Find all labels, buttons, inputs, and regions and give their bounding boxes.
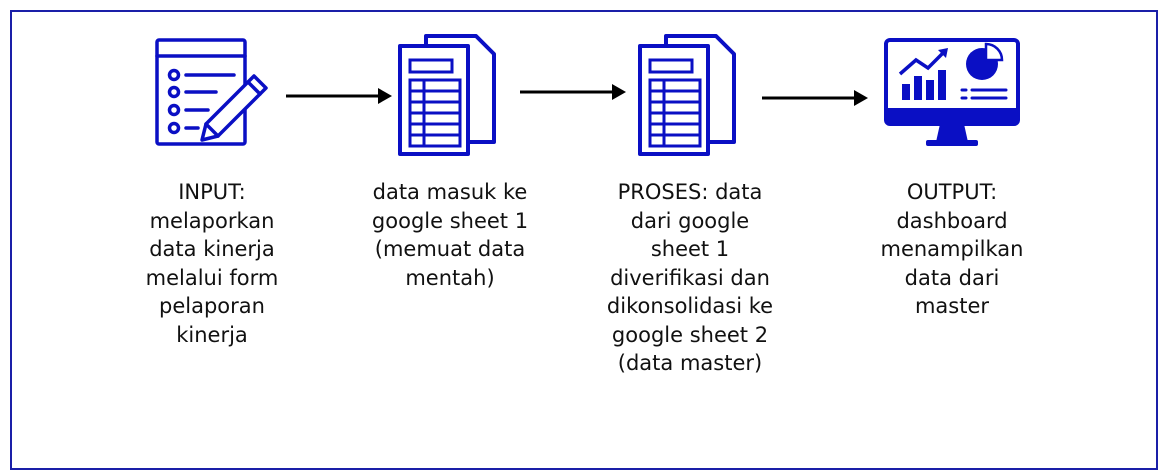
step-label-proses: PROSES: data dari google sheet 1 diverif…: [606, 180, 774, 375]
dashboard-monitor-icon: [884, 38, 1020, 146]
flow-arrow-1: [286, 88, 392, 104]
flow-arrow-2: [520, 84, 626, 100]
flow-arrow-3: [762, 90, 868, 106]
form-clipboard-icon: [155, 38, 268, 146]
spreadsheet-document-icon: [638, 34, 736, 156]
spreadsheet-document-icon: [398, 34, 496, 156]
step-label-input: INPUT: melaporkan data kinerja melalui f…: [145, 180, 279, 347]
step-label-google-sheet-1: data masuk ke google sheet 1 (memuat dat…: [371, 180, 529, 290]
step-label-output: OUTPUT: dashboard menampilkan data dari …: [880, 180, 1024, 318]
